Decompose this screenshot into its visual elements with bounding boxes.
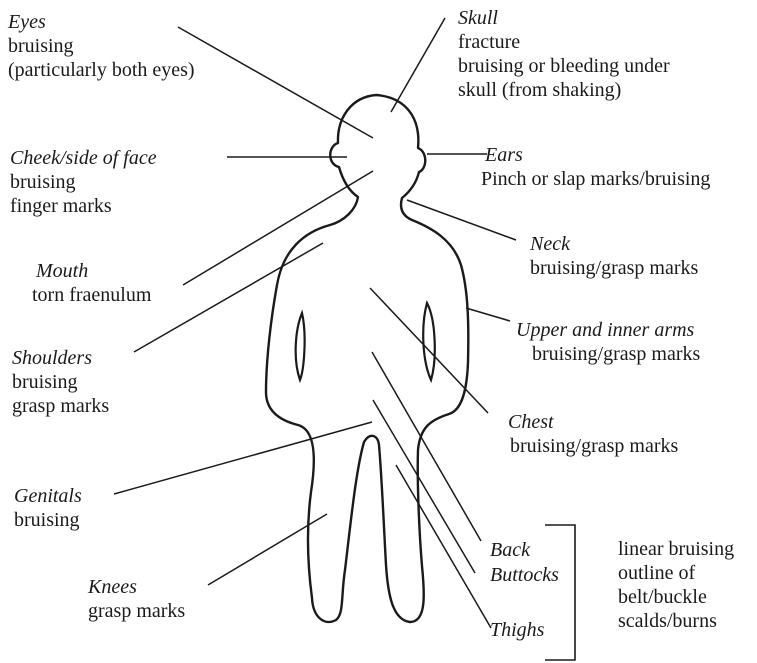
label-back-title: Back — [490, 538, 530, 562]
label-genitals-title: Genitals — [14, 484, 82, 508]
label-buttocks-title: Buttocks — [490, 563, 559, 587]
label-genitals: Genitals bruising — [14, 484, 82, 532]
label-mouth-line-1: torn fraenulum — [32, 283, 151, 307]
label-group-line-3: belt/buckle — [618, 585, 734, 609]
label-skull-line-2: bruising or bleeding under — [458, 54, 670, 78]
label-knees: Knees grasp marks — [88, 575, 185, 623]
label-thighs: Thighs — [490, 618, 544, 642]
label-skull-line-3: skull (from shaking) — [458, 78, 670, 102]
label-upperarms-line-1: bruising/grasp marks — [516, 342, 700, 366]
label-neck: Neck bruising/grasp marks — [530, 232, 698, 280]
label-mouth: Mouth torn fraenulum — [36, 259, 151, 307]
label-cheek-line-1: bruising — [10, 170, 157, 194]
label-eyes-line-2: (particularly both eyes) — [8, 58, 195, 82]
label-eyes-line-1: bruising — [8, 34, 195, 58]
label-group-description: linear bruising outline of belt/buckle s… — [618, 537, 734, 633]
label-group-line-4: scalds/burns — [618, 609, 734, 633]
label-cheek-line-2: finger marks — [10, 194, 157, 218]
leader-shoulders — [134, 243, 323, 352]
label-ears: Ears Pinch or slap marks/bruising — [483, 143, 710, 191]
label-shoulders-line-1: bruising — [12, 370, 109, 394]
leader-neck — [407, 200, 516, 240]
label-chest-line-1: bruising/grasp marks — [508, 434, 678, 458]
label-eyes: Eyes bruising (particularly both eyes) — [8, 10, 195, 82]
group-bracket — [545, 525, 575, 660]
label-genitals-line-1: bruising — [14, 508, 82, 532]
label-upperarms-title: Upper and inner arms — [516, 318, 700, 342]
leader-eyes — [178, 27, 373, 138]
label-knees-title: Knees — [88, 575, 185, 599]
label-buttocks: Buttocks — [490, 563, 559, 587]
leader-back — [372, 352, 481, 541]
leader-mouth — [183, 171, 373, 285]
label-skull-title: Skull — [458, 6, 670, 30]
label-group-line-2: outline of — [618, 561, 734, 585]
label-shoulders-line-2: grasp marks — [12, 394, 109, 418]
label-chest-title: Chest — [508, 410, 678, 434]
label-skull: Skull fracture bruising or bleeding unde… — [458, 6, 670, 102]
label-neck-line-1: bruising/grasp marks — [530, 256, 698, 280]
right-arm-slit — [423, 303, 435, 380]
label-eyes-title: Eyes — [8, 10, 195, 34]
leader-thighs — [396, 465, 491, 628]
label-upperarms: Upper and inner arms bruising/grasp mark… — [516, 318, 700, 366]
label-group-line-1: linear bruising — [618, 537, 734, 561]
leader-buttocks — [373, 400, 475, 573]
label-shoulders: Shoulders bruising grasp marks — [12, 346, 109, 418]
left-arm-slit — [296, 313, 305, 380]
label-ears-title: Ears — [483, 143, 710, 167]
leader-genitals — [114, 422, 372, 494]
label-knees-line-1: grasp marks — [88, 599, 185, 623]
label-mouth-title: Mouth — [36, 259, 151, 283]
label-thighs-title: Thighs — [490, 618, 544, 642]
label-shoulders-title: Shoulders — [12, 346, 109, 370]
label-cheek-title: Cheek/side of face — [10, 146, 157, 170]
label-chest: Chest bruising/grasp marks — [508, 410, 678, 458]
label-ears-line-1: Pinch or slap marks/bruising — [481, 167, 710, 191]
leader-skull — [391, 18, 445, 112]
leader-upperarms — [466, 308, 510, 321]
label-neck-title: Neck — [530, 232, 698, 256]
label-skull-line-1: fracture — [458, 30, 670, 54]
label-cheek: Cheek/side of face bruising finger marks — [10, 146, 157, 218]
label-back: Back — [490, 538, 530, 562]
